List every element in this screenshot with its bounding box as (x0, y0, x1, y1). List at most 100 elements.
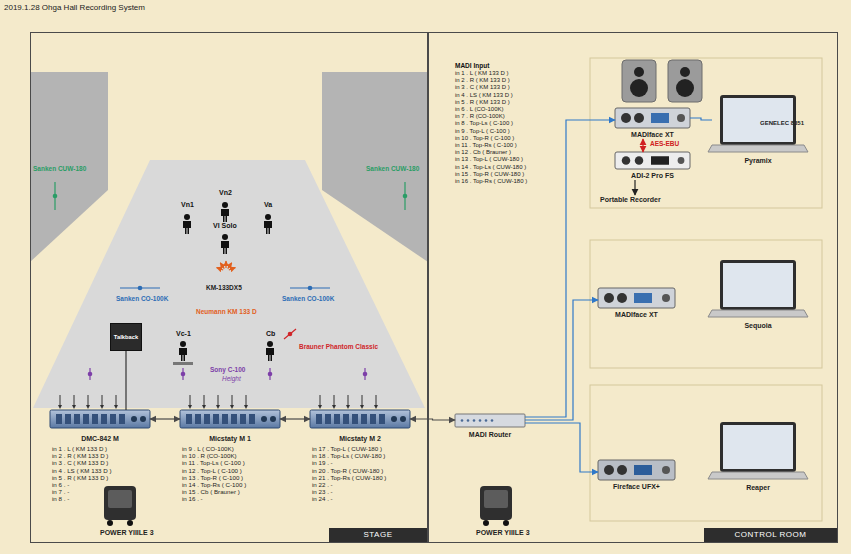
audio-interface (598, 288, 675, 308)
mic-cable (232, 395, 233, 406)
router-led (491, 419, 494, 422)
mic-cable (100, 405, 104, 409)
laptop-base (708, 145, 808, 152)
preamp-channel (83, 414, 89, 424)
microphone-symbol (268, 372, 273, 377)
preamp-channel (379, 414, 385, 424)
musician-icon (221, 209, 229, 222)
microphone-symbol (284, 329, 296, 339)
microphone-symbol (308, 286, 313, 291)
madi-input-line: in 13 . Top-L ( CUW-180 ) (455, 156, 523, 163)
preamp-knob (270, 416, 276, 422)
preamp-channel (222, 414, 228, 424)
preamp-channel (101, 414, 107, 424)
microphone-symbol (88, 372, 93, 377)
workstation-panel (590, 240, 822, 368)
preamp-channel (370, 414, 376, 424)
part-label: KM-133DX5 (206, 284, 242, 291)
power-unit-wheel (503, 520, 509, 526)
audio-interface (615, 108, 690, 128)
wall-panel (30, 72, 108, 262)
router-led (473, 419, 476, 422)
power-unit (104, 486, 136, 520)
mic-cable (204, 395, 205, 406)
channel-line: in 24 . - (310, 495, 410, 502)
channel-line: in 4 . LS ( KM 133 D ) (50, 467, 150, 474)
interface-knob (635, 156, 644, 165)
preamp: Micstaty M 2in 17 . Top-L ( CUW-180 )in … (310, 410, 410, 503)
preamp-channel (240, 414, 246, 424)
musician-icon (184, 214, 190, 220)
musician-icon (179, 348, 187, 361)
recorder: Portable Recorder (600, 195, 661, 204)
mic-cable (202, 405, 206, 409)
preamp-channel (204, 414, 210, 424)
microphone-symbol (138, 286, 143, 291)
madi-input-line: in 1 . L ( KM 133 D ) (455, 70, 508, 77)
preamp-knob (391, 416, 397, 422)
device-name: Portable Recorder (600, 195, 661, 204)
part-label: Vl Solo (213, 222, 237, 230)
device-name: MADI Router (455, 430, 525, 439)
power-unit (480, 486, 512, 520)
signal-connector (150, 418, 180, 419)
madi-input-line: in 12 . Cb ( Brauner ) (455, 149, 511, 156)
madi-input-line: in 11 . Top-Rs ( C-100 ) (455, 142, 517, 149)
monitor-speaker (622, 60, 656, 102)
part-label: Cb (266, 330, 275, 338)
speaker-tweeter (634, 67, 644, 77)
interface-display (634, 293, 652, 303)
mic-cable (74, 395, 75, 406)
preamp: DMC-842 Min 1 . L ( KM 133 D )in 2 . R (… (50, 410, 150, 503)
mic-cable (318, 405, 322, 409)
part-label: Neumann KM 133 D (196, 308, 257, 315)
musician-icon (180, 341, 186, 347)
speaker-woofer (676, 79, 694, 97)
device-name: ADI-2 Pro FS (615, 171, 690, 180)
microphone-symbol (181, 372, 186, 377)
device-name: Micstaty M 2 (310, 434, 410, 443)
microphone-symbol (53, 194, 58, 199)
madi-input-line: in 14 . Top-Ls ( CUW-180 ) (455, 164, 526, 171)
power-unit-panel (108, 490, 132, 508)
preamp-knob (400, 416, 406, 422)
preamp-knob (261, 416, 267, 422)
microphone-array-symbol (217, 268, 224, 270)
part-label: Sanken CO-100K (116, 295, 168, 302)
preamp: Micstaty M 1in 9 . L ( CO-100K)in 10 . R… (180, 410, 280, 503)
mic-cable (60, 395, 61, 406)
workstation: Pyramix (712, 95, 804, 165)
signal-connector (634, 180, 635, 195)
part-label: Height (222, 375, 241, 382)
musician-icon (183, 221, 191, 234)
musician-icon (222, 234, 228, 240)
part-label: Va (264, 201, 272, 209)
signal-connector (125, 351, 126, 410)
channel-line: in 11 . Top-Ls ( C-100 ) (180, 459, 280, 466)
router-led (485, 419, 488, 422)
channel-line: in 16 . - (180, 495, 280, 502)
router-led (479, 419, 482, 422)
madi-router: MADI Router (455, 414, 525, 439)
madi-input-line: in 6 . L (CO-100K) (455, 106, 503, 113)
madi-input-line: in 16 . Top-Rs ( CUW-180 ) (455, 178, 527, 185)
audio-interface: ADI-2 Pro FS (615, 152, 690, 180)
madi-input-line: in 2 . R ( KM 133 D ) (455, 77, 510, 84)
mic-cable (188, 405, 192, 409)
microphone-symbol (403, 194, 408, 199)
madi-input-line: MADI Input (455, 62, 489, 69)
signal-connector (280, 418, 310, 419)
madi-input-line: in 5 . R ( KM 133 D ) (455, 99, 510, 106)
speaker-woofer (630, 79, 648, 97)
part-label: Sanken CO-100K (282, 295, 334, 302)
preamp-knob (140, 416, 146, 422)
device-name: MADIface XT (598, 310, 675, 319)
region-tab: STAGE (329, 528, 427, 542)
interface-knob (604, 465, 614, 475)
preamp-knob (131, 416, 137, 422)
signal-connector (525, 120, 615, 417)
signal-connector (690, 118, 712, 120)
laptop-base (708, 310, 808, 317)
part-label: Brauner Phantom Classic (299, 343, 378, 350)
part-label: Vn2 (219, 189, 232, 197)
